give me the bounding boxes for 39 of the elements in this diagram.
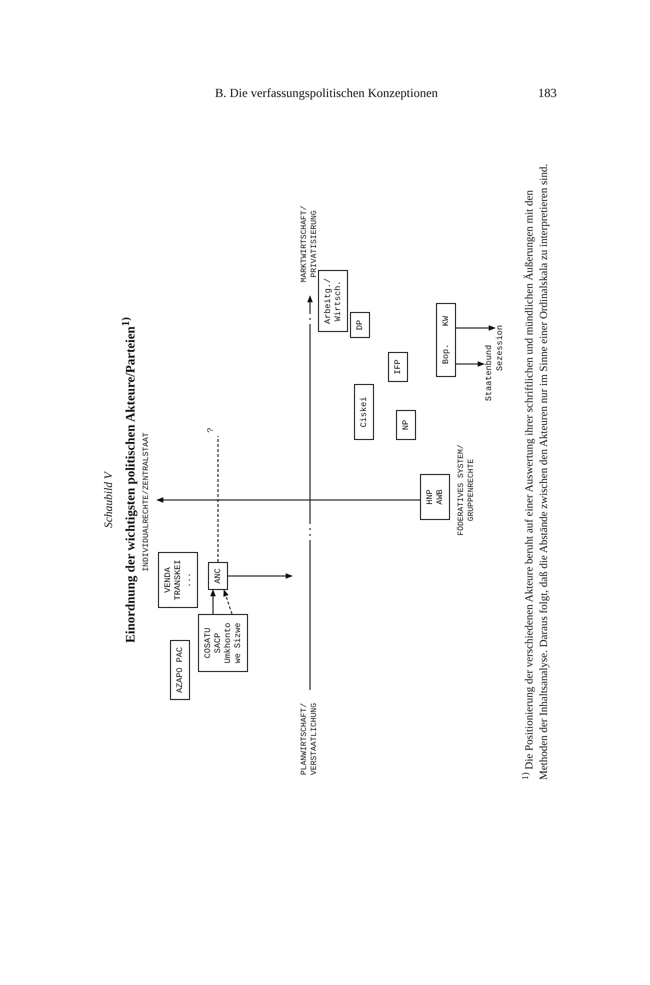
axis-label: MARKTWIRTSCHAFT/ PRIVATISIERUNG [300,204,320,284]
actor-label: Bop. [441,344,451,364]
actor-box [388,352,408,382]
actor-label: COSATU SACP Umkhonto we Sizwe [203,622,243,666]
position-label: Sezession [495,322,505,374]
running-header: B. Die verfassungspolitischen Konzeptionen [215,88,438,98]
figure-number: Schaubild V [104,470,114,530]
arrow [456,325,496,331]
actor-box [198,614,248,672]
actor-label: KW [441,316,451,326]
position-label: Staatenbund [484,342,494,404]
actor-box [396,410,416,440]
arrow [228,573,293,579]
actor-box [208,562,228,590]
axis-label: FÖDERATIVES SYSTEM/ GRUPPENRECHTE [457,443,477,538]
axis-label: PLANWIRTSCHAFT/ VERSTAATLICHUNG [300,702,320,778]
actor-box [436,303,456,377]
arrow [223,589,232,614]
actor-label: IFP [393,358,403,377]
actor-box [420,474,450,520]
actor-box [354,384,374,440]
actor-label: ANC [213,567,223,586]
arrow [456,361,485,367]
actor-label: NP [401,418,411,432]
axis-label: INDIVIDUALRECHTE/ZENTRALSTAAT [142,431,152,574]
actor-label: DP [355,318,365,332]
actor-label: AWB [435,488,445,507]
actor-box [350,312,370,338]
page-number: 183 [538,88,557,98]
actor-label: VENDA TRANSKEI ... [163,558,193,602]
actor-box [158,552,198,608]
actor-box [170,640,190,700]
actor-label: Arbeitg./ Wirtsch. [323,277,343,326]
arrow [210,589,216,614]
position-label: ? [206,424,216,436]
actor-label: HNP [425,488,435,507]
actor-label: Ciskei [359,396,369,430]
actor-box [318,270,348,332]
actor-label: AZAPO PAC [175,646,185,695]
